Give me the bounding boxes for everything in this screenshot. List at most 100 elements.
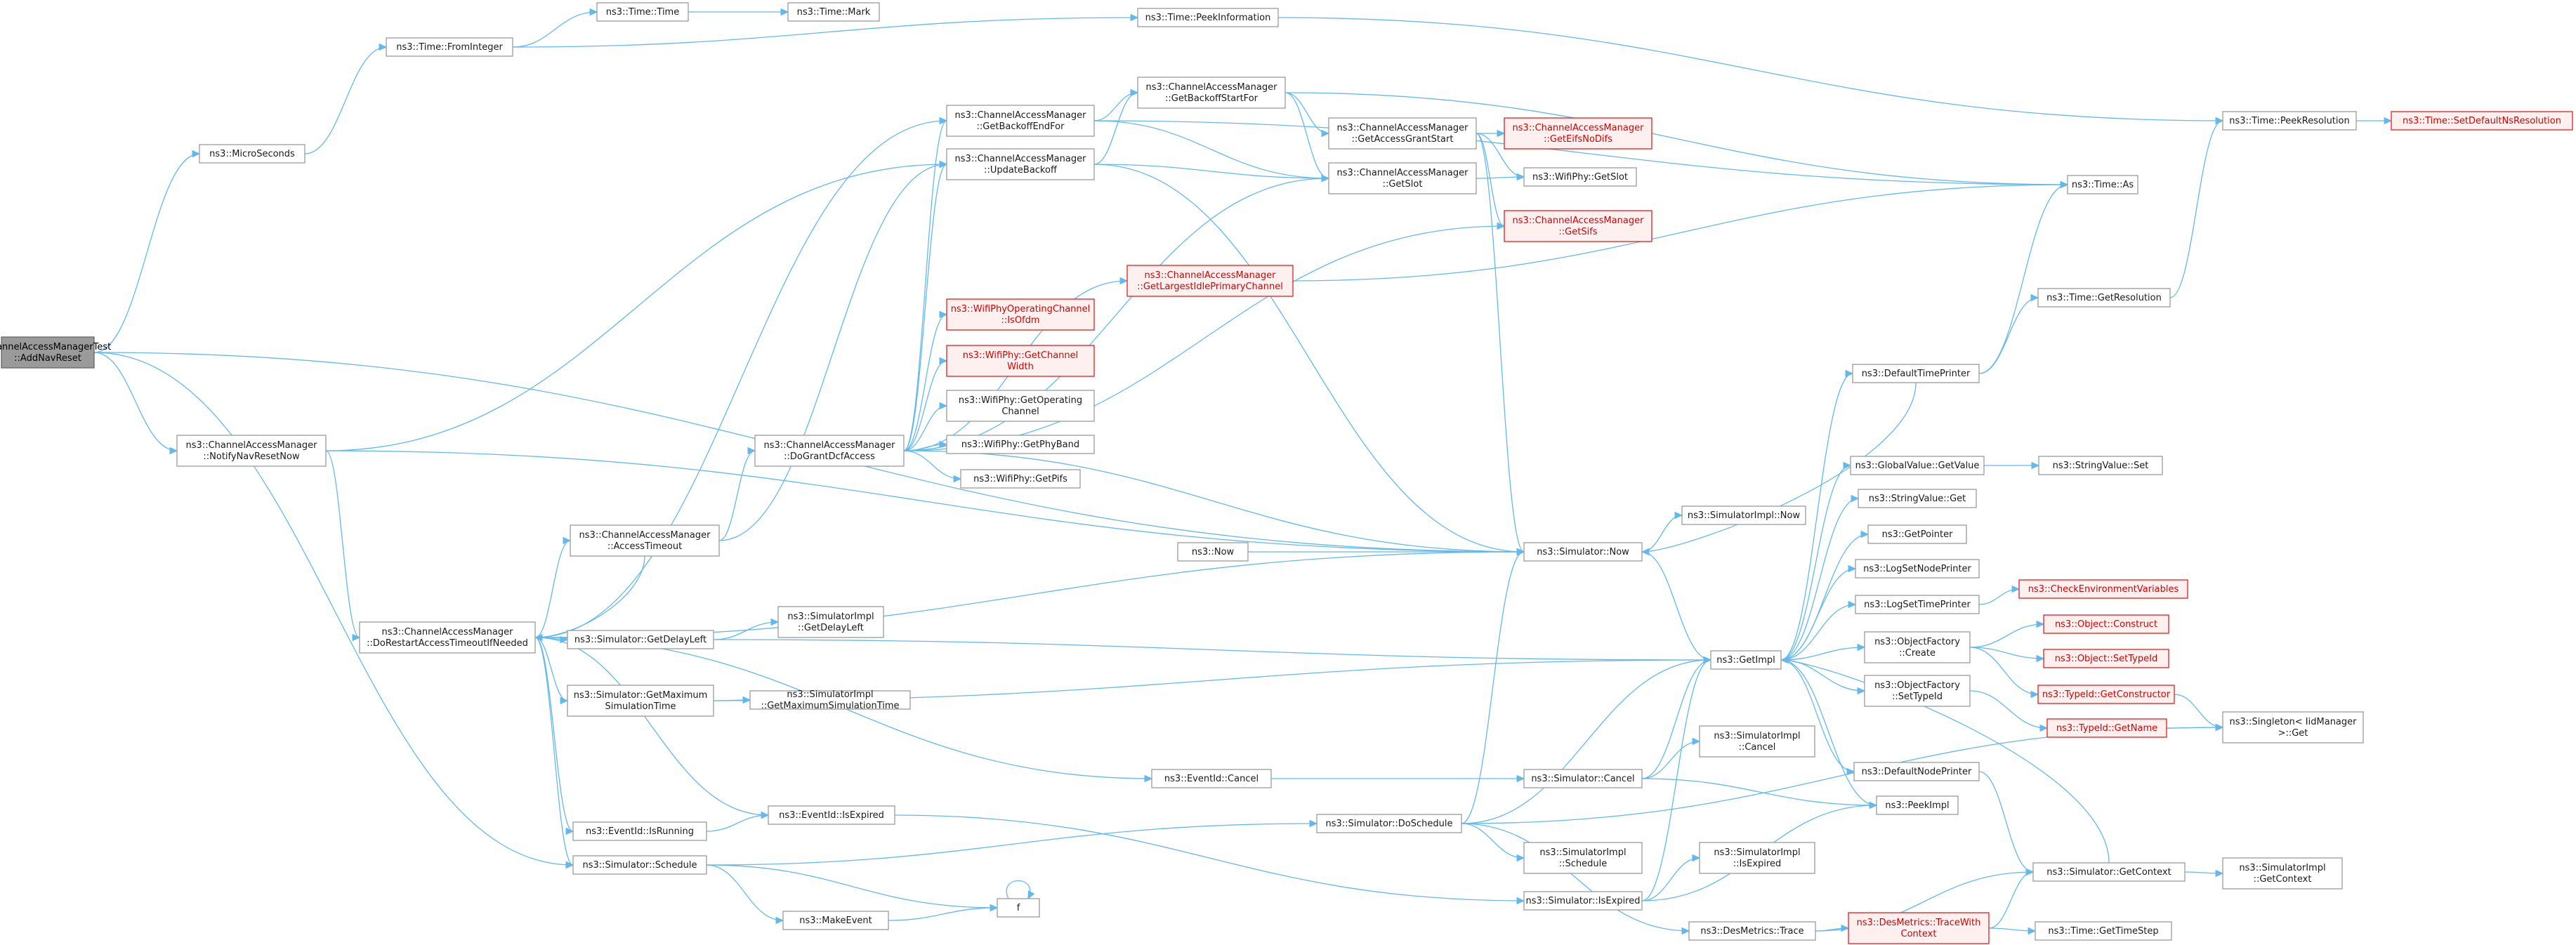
node-label: ::GetDelayLeft xyxy=(798,623,864,633)
node-eventcancel[interactable]: ns3::EventId::Cancel xyxy=(1151,769,1272,788)
node-getslot[interactable]: ns3::ChannelAccessManager::GetSlot xyxy=(1328,162,1477,194)
node-getlargest[interactable]: ns3::ChannelAccessManager::GetLargestIdl… xyxy=(1126,265,1294,297)
node-objconstruct[interactable]: ns3::Object::Construct xyxy=(2043,614,2169,634)
node-accesstimeout[interactable]: ns3::ChannelAccessManager::AccessTimeout xyxy=(570,524,720,557)
node-simisexpired[interactable]: ns3::Simulator::IsExpired xyxy=(1523,891,1643,911)
edge-line xyxy=(1780,659,1877,806)
node-logtime[interactable]: ns3::LogSetTimePrinter xyxy=(1855,595,1980,614)
node-updatebackoff[interactable]: ns3::ChannelAccessManager::UpdateBackoff xyxy=(946,148,1095,180)
node-timetime[interactable]: ns3::Time::Time xyxy=(596,2,689,22)
node-svset[interactable]: ns3::StringValue::Set xyxy=(2038,456,2163,475)
node-label: ns3::Object::Construct xyxy=(2055,619,2157,630)
node-gvgetvalue[interactable]: ns3::GlobalValue::GetValue xyxy=(1850,456,1985,475)
node-eventisexpired[interactable]: ns3::EventId::IsExpired xyxy=(768,805,895,825)
node-implcancel[interactable]: ns3::SimulatorImpl::Cancel xyxy=(1699,725,1815,758)
node-label: ns3::WifiPhy::GetSlot xyxy=(1532,172,1628,183)
node-fromint[interactable]: ns3::Time::FromInteger xyxy=(386,37,513,57)
node-svget[interactable]: ns3::StringValue::Get xyxy=(1858,489,1977,508)
edge-arrowhead xyxy=(2215,117,2224,125)
edge-getdelayleft-to-implgetdelayleft xyxy=(713,618,780,640)
node-box xyxy=(1699,725,1815,758)
node-box xyxy=(1316,814,1462,833)
node-dorestart[interactable]: ns3::ChannelAccessManager::DoRestartAcce… xyxy=(359,621,536,654)
node-simschedule[interactable]: ns3::Simulator::Schedule xyxy=(572,855,707,875)
node-label: ns3::PeekImpl xyxy=(1885,800,1949,811)
node-destrace[interactable]: ns3::DesMetrics::Trace xyxy=(1688,921,1816,941)
node-implgetmaxsim[interactable]: ns3::SimulatorImpl::GetMaximumSimulation… xyxy=(749,689,911,711)
node-f[interactable]: f xyxy=(997,898,1040,918)
node-simcancel[interactable]: ns3::Simulator::Cancel xyxy=(1523,769,1643,788)
node-singleton[interactable]: ns3::Singleton< IidManager>::Get xyxy=(2222,711,2364,744)
node-implgetdelayleft[interactable]: ns3::SimulatorImpl::GetDelayLeft xyxy=(777,606,884,638)
node-box xyxy=(1523,542,1643,562)
node-dogrant[interactable]: ns3::ChannelAccessManager::DoGrantDcfAcc… xyxy=(754,435,905,467)
node-box xyxy=(2037,288,2171,308)
node-wifigetslot[interactable]: ns3::WifiPhy::GetSlot xyxy=(1523,167,1637,187)
node-implgetcontext[interactable]: ns3::SimulatorImpl::GetContext xyxy=(2222,857,2343,890)
node-box xyxy=(1137,77,1286,109)
node-timemark[interactable]: ns3::Time::Mark xyxy=(787,2,880,22)
node-lognode[interactable]: ns3::LogSetNodePrinter xyxy=(1855,559,1980,579)
node-getbackoffend[interactable]: ns3::ChannelAccessManager::GetBackoffEnd… xyxy=(946,105,1095,137)
node-getmaxsim[interactable]: ns3::Simulator::GetMaximumSimulationTime xyxy=(567,685,714,717)
edge-line xyxy=(1093,92,1138,165)
node-label: ns3::MicroSeconds xyxy=(209,149,295,159)
node-getphyband[interactable]: ns3::WifiPhy::GetPhyBand xyxy=(946,435,1095,454)
node-getimpl[interactable]: ns3::GetImpl xyxy=(1710,650,1782,670)
node-getpointer[interactable]: ns3::GetPointer xyxy=(1867,524,1967,544)
node-label: ns3::DesMetrics::Trace xyxy=(1700,926,1803,937)
node-checkenv[interactable]: ns3::CheckEnvironmentVariables xyxy=(2018,579,2188,599)
node-isofdm[interactable]: ns3::WifiPhyOperatingChannel::IsOfdm xyxy=(946,298,1095,331)
node-doschedule[interactable]: ns3::Simulator::DoSchedule xyxy=(1316,814,1462,833)
node-ofsettypeid[interactable]: ns3::ObjectFactory::SetTypeId xyxy=(1864,675,1971,707)
edge-arrowhead xyxy=(1497,129,1506,138)
node-getresolution[interactable]: ns3::Time::GetResolution xyxy=(2037,288,2171,308)
node-timeas[interactable]: ns3::Time::As xyxy=(2067,175,2138,194)
node-microseconds[interactable]: ns3::MicroSeconds xyxy=(199,144,305,164)
node-now[interactable]: ns3::Now xyxy=(1177,542,1249,562)
edge-line xyxy=(713,621,779,640)
node-setdefns[interactable]: ns3::Time::SetDefaultNsResolution xyxy=(2391,111,2573,131)
node-eventisrunning[interactable]: ns3::EventId::IsRunning xyxy=(572,821,707,841)
node-ofcreate[interactable]: ns3::ObjectFactory::Create xyxy=(1864,631,1971,663)
edge-line xyxy=(512,11,598,48)
edge-eventisexpired-to-simisexpired xyxy=(894,814,1525,905)
node-implisexpired[interactable]: ns3::SimulatorImpl::IsExpired xyxy=(1699,842,1815,874)
node-getpifs[interactable]: ns3::WifiPhy::GetPifs xyxy=(960,469,1081,489)
edge-arrowhead xyxy=(1674,511,1683,520)
edge-arrowhead xyxy=(939,117,948,125)
node-simnow[interactable]: ns3::Simulator::Now xyxy=(1523,542,1643,562)
node-makeevent[interactable]: ns3::MakeEvent xyxy=(782,911,889,930)
node-tidgetctor[interactable]: ns3::TypeId::GetConstructor xyxy=(2037,685,2175,704)
edge-deftimeprinter-to-timeas xyxy=(1978,180,2069,374)
node-peekinfo[interactable]: ns3::Time::PeekInformation xyxy=(1137,8,1279,27)
node-implschedule[interactable]: ns3::SimulatorImpl::Schedule xyxy=(1523,842,1643,874)
node-box xyxy=(2222,111,2357,131)
edge-line xyxy=(1780,568,1856,661)
edge-arrowhead xyxy=(742,696,751,704)
edge-arrowhead xyxy=(1848,600,1857,609)
node-tidgetname[interactable]: ns3::TypeId::GetName xyxy=(2046,718,2167,738)
node-getcontext[interactable]: ns3::Simulator::GetContext xyxy=(2032,862,2186,882)
edge-getcontext-to-getimpl xyxy=(1780,656,2110,864)
node-gettimestep[interactable]: ns3::Time::GetTimeStep xyxy=(2035,921,2172,941)
node-notify[interactable]: ns3::ChannelAccessManager::NotifyNavRese… xyxy=(176,435,327,467)
edge-line xyxy=(534,540,571,638)
edge-arrowhead xyxy=(1027,890,1035,900)
edge-doschedule-to-implschedule xyxy=(1461,823,1525,862)
node-peekimpl[interactable]: ns3::PeekImpl xyxy=(1876,795,1959,815)
node-peekres[interactable]: ns3::Time::PeekResolution xyxy=(2222,111,2357,131)
node-objsettypeid[interactable]: ns3::Object::SetTypeId xyxy=(2043,649,2169,668)
node-root[interactable]: ChannelAccessManagerTest::AddNavReset xyxy=(0,336,111,369)
node-geteifs[interactable]: ns3::ChannelAccessManager::GetEifsNoDifs xyxy=(1504,117,1652,150)
node-simimplnow[interactable]: ns3::SimulatorImpl::Now xyxy=(1681,505,1806,525)
node-deftimeprinter[interactable]: ns3::DefaultTimePrinter xyxy=(1852,364,1980,383)
node-getsifs[interactable]: ns3::ChannelAccessManager::GetSifs xyxy=(1504,210,1652,242)
node-defnodeprinter[interactable]: ns3::DefaultNodePrinter xyxy=(1853,762,1980,781)
node-getaccessgrant[interactable]: ns3::ChannelAccessManager::GetAccessGran… xyxy=(1328,117,1477,150)
node-getdelayleft[interactable]: ns3::Simulator::GetDelayLeft xyxy=(567,630,714,649)
node-getbackoffstart[interactable]: ns3::ChannelAccessManager::GetBackoffSta… xyxy=(1137,77,1286,109)
